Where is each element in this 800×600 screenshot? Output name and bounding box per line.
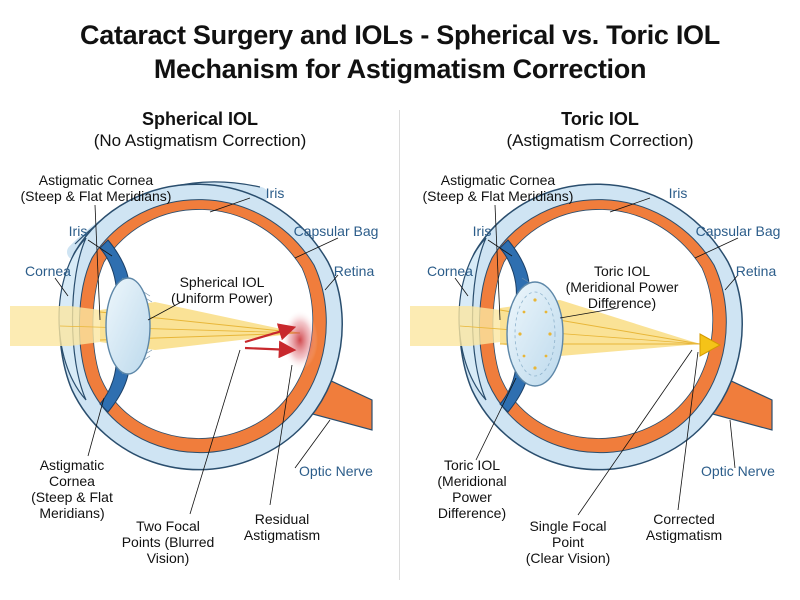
right-panel-heading: Toric IOL (Astigmatism Correction) [410, 108, 790, 152]
right-leader-lines [454, 197, 739, 516]
left-label-astig-cornea-top-2: (Steep & Flat Meridians) [21, 188, 172, 204]
left-panel-heading: Spherical IOL (No Astigmatism Correction… [10, 108, 390, 152]
right-label-corrected-2: Astigmatism [646, 527, 722, 543]
right-label-focal-point-1: Single Focal [529, 518, 606, 534]
right-label-iol-bottom-3: Power [452, 489, 492, 505]
left-label-astig-cornea-top-1: Astigmatic Cornea [39, 172, 154, 188]
right-label-astig-cornea-top-2: (Steep & Flat Meridians) [423, 188, 574, 204]
left-label-astig-cornea-bottom-4: Meridians) [39, 505, 104, 521]
right-focus-arrow [699, 333, 722, 357]
left-label-capsular-bag: Capsular Bag [294, 223, 379, 239]
left-label-focal-points-2: Points (Blurred [122, 534, 215, 550]
left-heading: Spherical IOL [141, 109, 259, 129]
right-label-iol-bottom-2: (Meridional [437, 473, 506, 489]
left-label-residual-1: Residual [255, 511, 309, 527]
page-title: Cataract Surgery and IOLs - Spherical vs… [0, 18, 800, 86]
left-focal-arrow-1 [244, 323, 297, 344]
left-label-iris-left: Iris [69, 223, 88, 239]
right-label-corrected-1: Corrected [653, 511, 714, 527]
right-label-iris-left: Iris [473, 223, 492, 239]
left-focal-arrow-2 [244, 340, 297, 359]
right-label-iol-bottom-4: Difference) [438, 505, 506, 521]
right-label-iol-2: (Meridional Power [566, 279, 679, 295]
right-heading: Toric IOL [561, 109, 639, 129]
left-label-optic-nerve: Optic Nerve [299, 463, 373, 479]
right-label-iol-1: Toric IOL [594, 263, 650, 279]
left-label-focal-points-1: Two Focal [136, 518, 200, 534]
right-label-cornea: Cornea [427, 263, 473, 279]
left-label-retina: Retina [334, 263, 375, 279]
left-blur-focus [282, 310, 318, 370]
left-label-focal-points-3: Vision) [147, 550, 190, 566]
right-label-optic-nerve: Optic Nerve [701, 463, 775, 479]
title-line-1: Cataract Surgery and IOLs - Spherical vs… [80, 20, 720, 50]
right-label-focal-point-3: (Clear Vision) [526, 550, 611, 566]
right-label-focal-point-2: Point [552, 534, 584, 550]
left-label-residual-2: Astigmatism [244, 527, 320, 543]
right-label-iol-3: Difference) [588, 295, 656, 311]
left-label-astig-cornea-bottom-1: Astigmatic [40, 457, 105, 473]
right-subheading: (Astigmatism Correction) [506, 131, 694, 150]
left-label-astig-cornea-bottom-3: (Steep & Flat [31, 489, 113, 505]
left-label-astig-cornea-bottom-2: Cornea [49, 473, 95, 489]
left-spherical-iol [105, 277, 151, 375]
left-label-iol-1: Spherical IOL [180, 274, 265, 290]
left-label-iol-2: (Uniform Power) [171, 290, 273, 306]
right-label-capsular-bag: Capsular Bag [696, 223, 781, 239]
right-label-retina: Retina [736, 263, 777, 279]
right-toric-iol [506, 281, 564, 387]
title-line-2: Mechanism for Astigmatism Correction [153, 54, 647, 84]
left-subheading: (No Astigmatism Correction) [93, 131, 307, 150]
left-label-iris-upper: Iris [266, 185, 285, 201]
panel-divider [399, 110, 400, 580]
right-label-iris-upper: Iris [669, 185, 688, 201]
right-label-astig-cornea-top-1: Astigmatic Cornea [441, 172, 556, 188]
right-label-iol-bottom-1: Toric IOL [444, 457, 500, 473]
left-label-cornea: Cornea [25, 263, 71, 279]
left-leader-lines [54, 197, 339, 515]
